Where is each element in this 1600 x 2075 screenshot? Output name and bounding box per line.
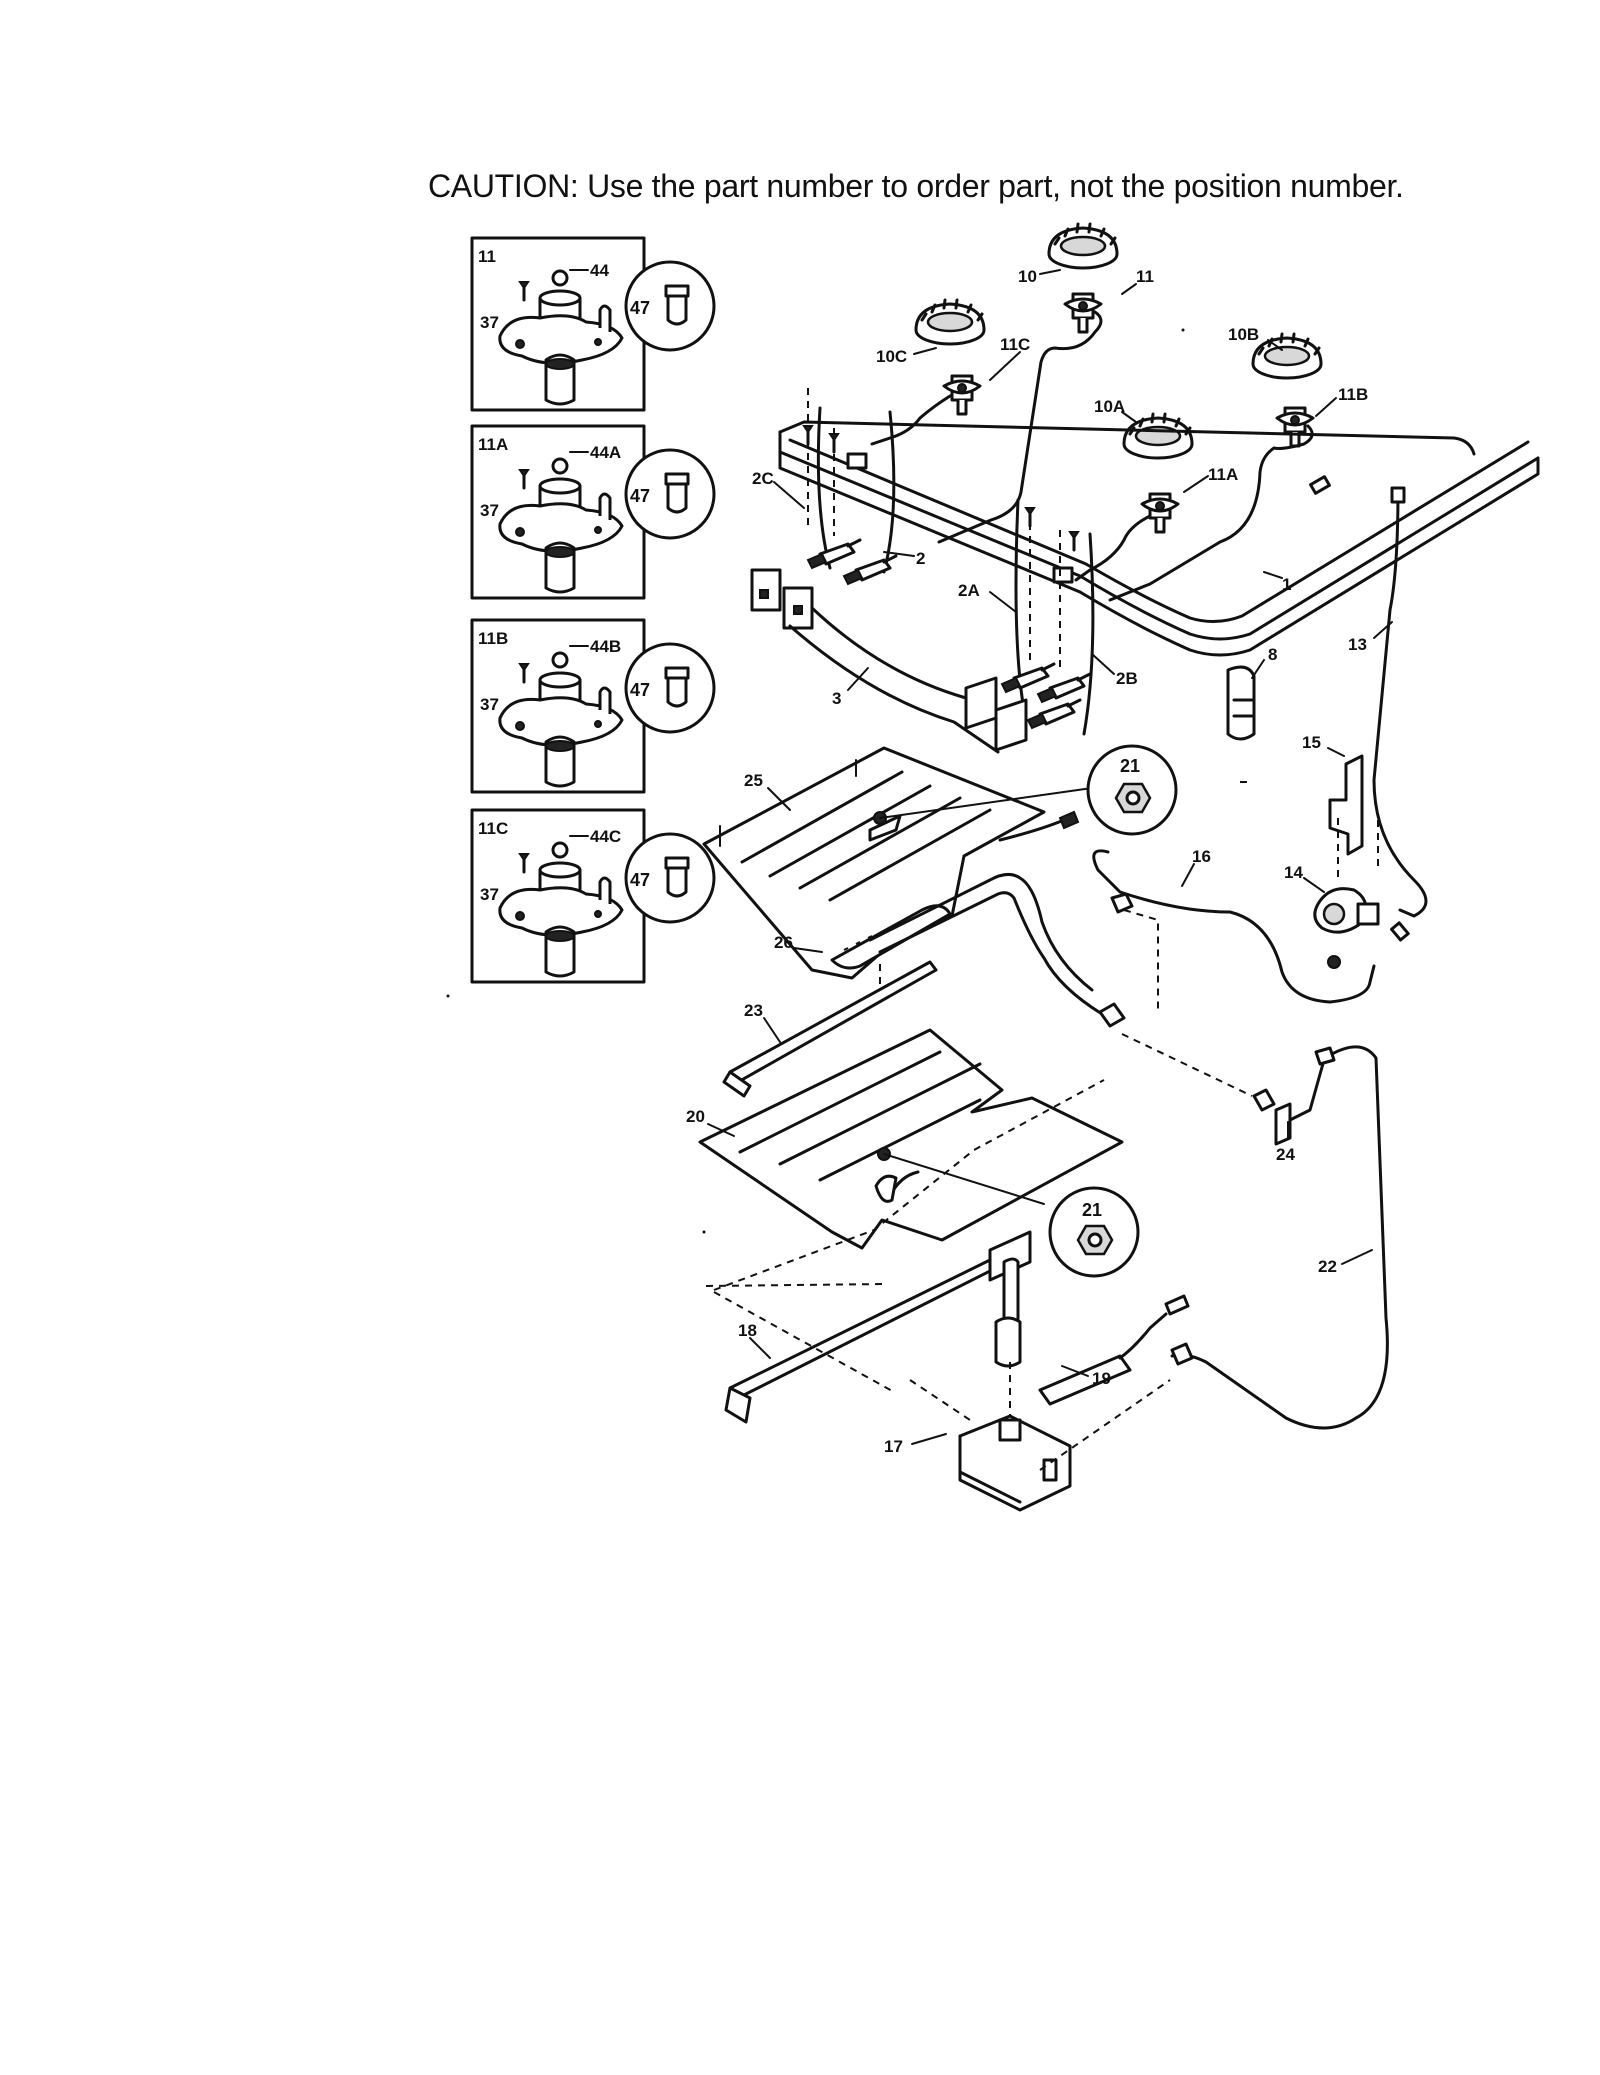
callout-21-upper: 21: [1120, 756, 1140, 776]
callout-10: 10: [1018, 267, 1037, 286]
callout-11: 11: [1136, 267, 1154, 286]
inset-panels: 11 44 37 47 11A 44A 37 47 11B 44B 37 47: [470, 236, 716, 984]
inset-orifice-label-11: 47: [630, 298, 650, 318]
callout-19: 19: [1092, 1369, 1111, 1388]
burner-cap-10c: [914, 298, 986, 346]
callout-21-lower: 21: [1082, 1200, 1102, 1220]
callout-17: 17: [884, 1437, 903, 1456]
burner-cap-10: [1047, 222, 1119, 270]
callout-2: 2: [916, 549, 925, 568]
callout-15: 15: [1302, 733, 1321, 752]
callout-11c: 11C: [1000, 335, 1030, 354]
pilot-and-tube-group: [1170, 1045, 1389, 1430]
callout-22: 22: [1318, 1257, 1337, 1276]
regulator-group: [1092, 486, 1428, 1004]
bracket-3: [750, 568, 1028, 754]
callout-26: 26: [774, 933, 793, 952]
callout-16: 16: [1192, 847, 1211, 866]
callout-25: 25: [744, 771, 763, 790]
inset-label-11: 11: [478, 247, 496, 266]
callout-3: 3: [832, 689, 841, 708]
inset-orifice-label-11b: 47: [630, 680, 650, 700]
inset-bolt-label-11b: 37: [480, 695, 499, 714]
inset-panel-11: 11 44 37 47: [470, 236, 716, 412]
inset-label-11c: 11C: [478, 819, 508, 838]
callout-11a: 11A: [1208, 465, 1238, 484]
callout-23: 23: [744, 1001, 763, 1020]
lower-baffle-20: [698, 1028, 1124, 1250]
inset-screw-label-11c: 44C: [590, 827, 621, 846]
caution-note: CAUTION: Use the part number to order pa…: [428, 168, 1404, 204]
callout-2a: 2A: [958, 581, 980, 600]
inset-screw-label-11b: 44B: [590, 637, 621, 656]
bake-burner-26: [830, 873, 1126, 1028]
part-8-clip: [1226, 665, 1256, 741]
callout-13: 13: [1348, 635, 1367, 654]
scan-speck: [446, 994, 450, 998]
callout-18: 18: [738, 1321, 757, 1340]
callout-14: 14: [1284, 863, 1303, 882]
dashed-assembly-lines: [713, 781, 1253, 1291]
inset-screw-label-11a: 44A: [590, 443, 621, 462]
inset-panel-11a: 11A 44A 37 47: [470, 424, 716, 600]
inset-screw-label-11: 44: [590, 261, 609, 280]
callout-labels: 10 11 10C 11C 10B 11B 10A 11A 2C 2 2A 2B…: [686, 267, 1368, 1456]
callout-10b: 10B: [1228, 325, 1259, 344]
manifold-frame-1: [778, 420, 1540, 657]
inset-orifice-label-11a: 47: [630, 486, 650, 506]
lower-assembly: [705, 1230, 1190, 1512]
callout-2c: 2C: [752, 469, 774, 488]
scan-speck: [702, 1230, 706, 1234]
callout-8: 8: [1268, 645, 1277, 664]
inset-panel-11b: 11B 44B 37 47: [470, 618, 716, 794]
inset-label-11b: 11B: [478, 629, 508, 648]
orifice-holders: [802, 388, 1095, 736]
callout-10c: 10C: [876, 347, 907, 366]
callout-24: 24: [1276, 1145, 1295, 1164]
callout-20: 20: [686, 1107, 705, 1126]
burner-valve-11a: [1140, 492, 1180, 534]
top-burner-group: [870, 222, 1323, 602]
inset-bolt-label-11c: 37: [480, 885, 499, 904]
inset-orifice-label-11c: 47: [630, 870, 650, 890]
inset-bolt-label-11a: 37: [480, 501, 499, 520]
burner-cap-10b: [1251, 332, 1323, 380]
callout-2b: 2B: [1116, 669, 1138, 688]
bracket-23: [722, 960, 938, 1098]
inset-panel-11c: 11C 44C 37 47: [470, 808, 716, 984]
inset-bolt-label-11: 37: [480, 313, 499, 332]
callout-leaders: [707, 269, 1393, 1445]
callout-10a: 10A: [1094, 397, 1125, 416]
callout-11b: 11B: [1338, 385, 1368, 404]
inset-label-11a: 11A: [478, 435, 508, 454]
callout-1: 1: [1282, 575, 1291, 594]
